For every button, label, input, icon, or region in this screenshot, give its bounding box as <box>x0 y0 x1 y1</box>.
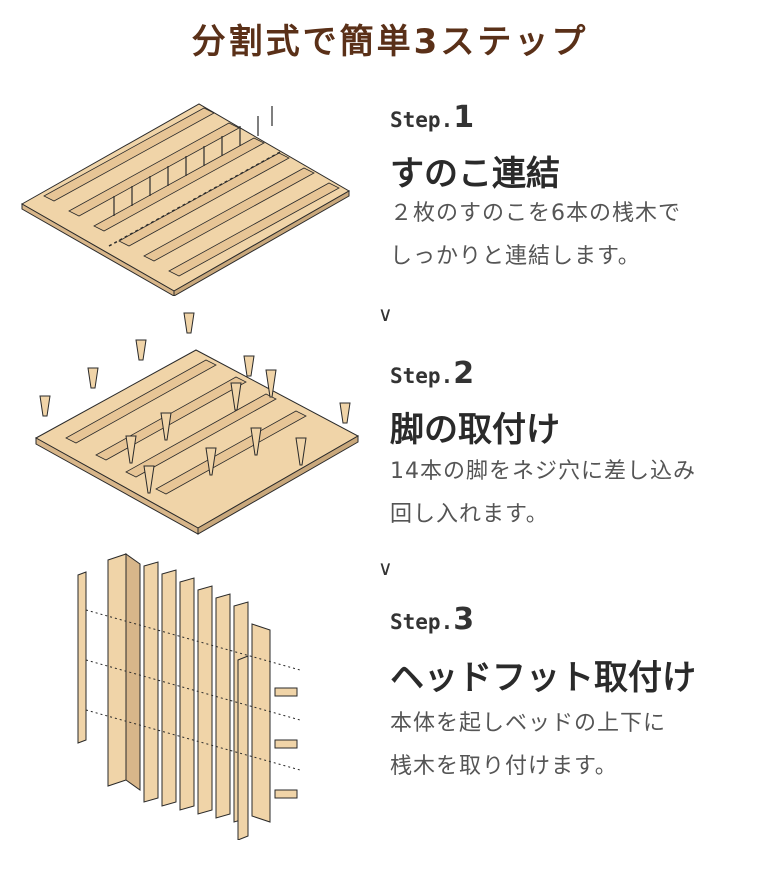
step2-heading: 脚の取付け <box>390 410 560 450</box>
step3-label: Step.3 <box>390 602 475 637</box>
step2-label: Step.2 <box>390 356 475 391</box>
separator-arrow: ∨ <box>378 556 393 580</box>
step1-description: ２枚のすのこを6本の桟木で しっかりと連結します。 <box>390 201 681 269</box>
step3-description: 本体を起しベッドの上下に 桟木を取り付けます。 <box>390 711 667 779</box>
step2-description: 14本の脚をネジ穴に差し込み 回し入れます。 <box>390 459 696 527</box>
step2-illustration <box>34 312 360 535</box>
page-title: 分割式で簡単3ステップ <box>191 22 589 62</box>
step1-illustration <box>20 103 351 296</box>
separator-arrow: ∨ <box>378 302 393 326</box>
step1-label: Step.1 <box>390 100 475 135</box>
step3-heading: ヘッドフット取付け <box>390 658 696 698</box>
step3-illustration <box>77 553 301 840</box>
step1-heading: すのこ連結 <box>390 154 560 194</box>
